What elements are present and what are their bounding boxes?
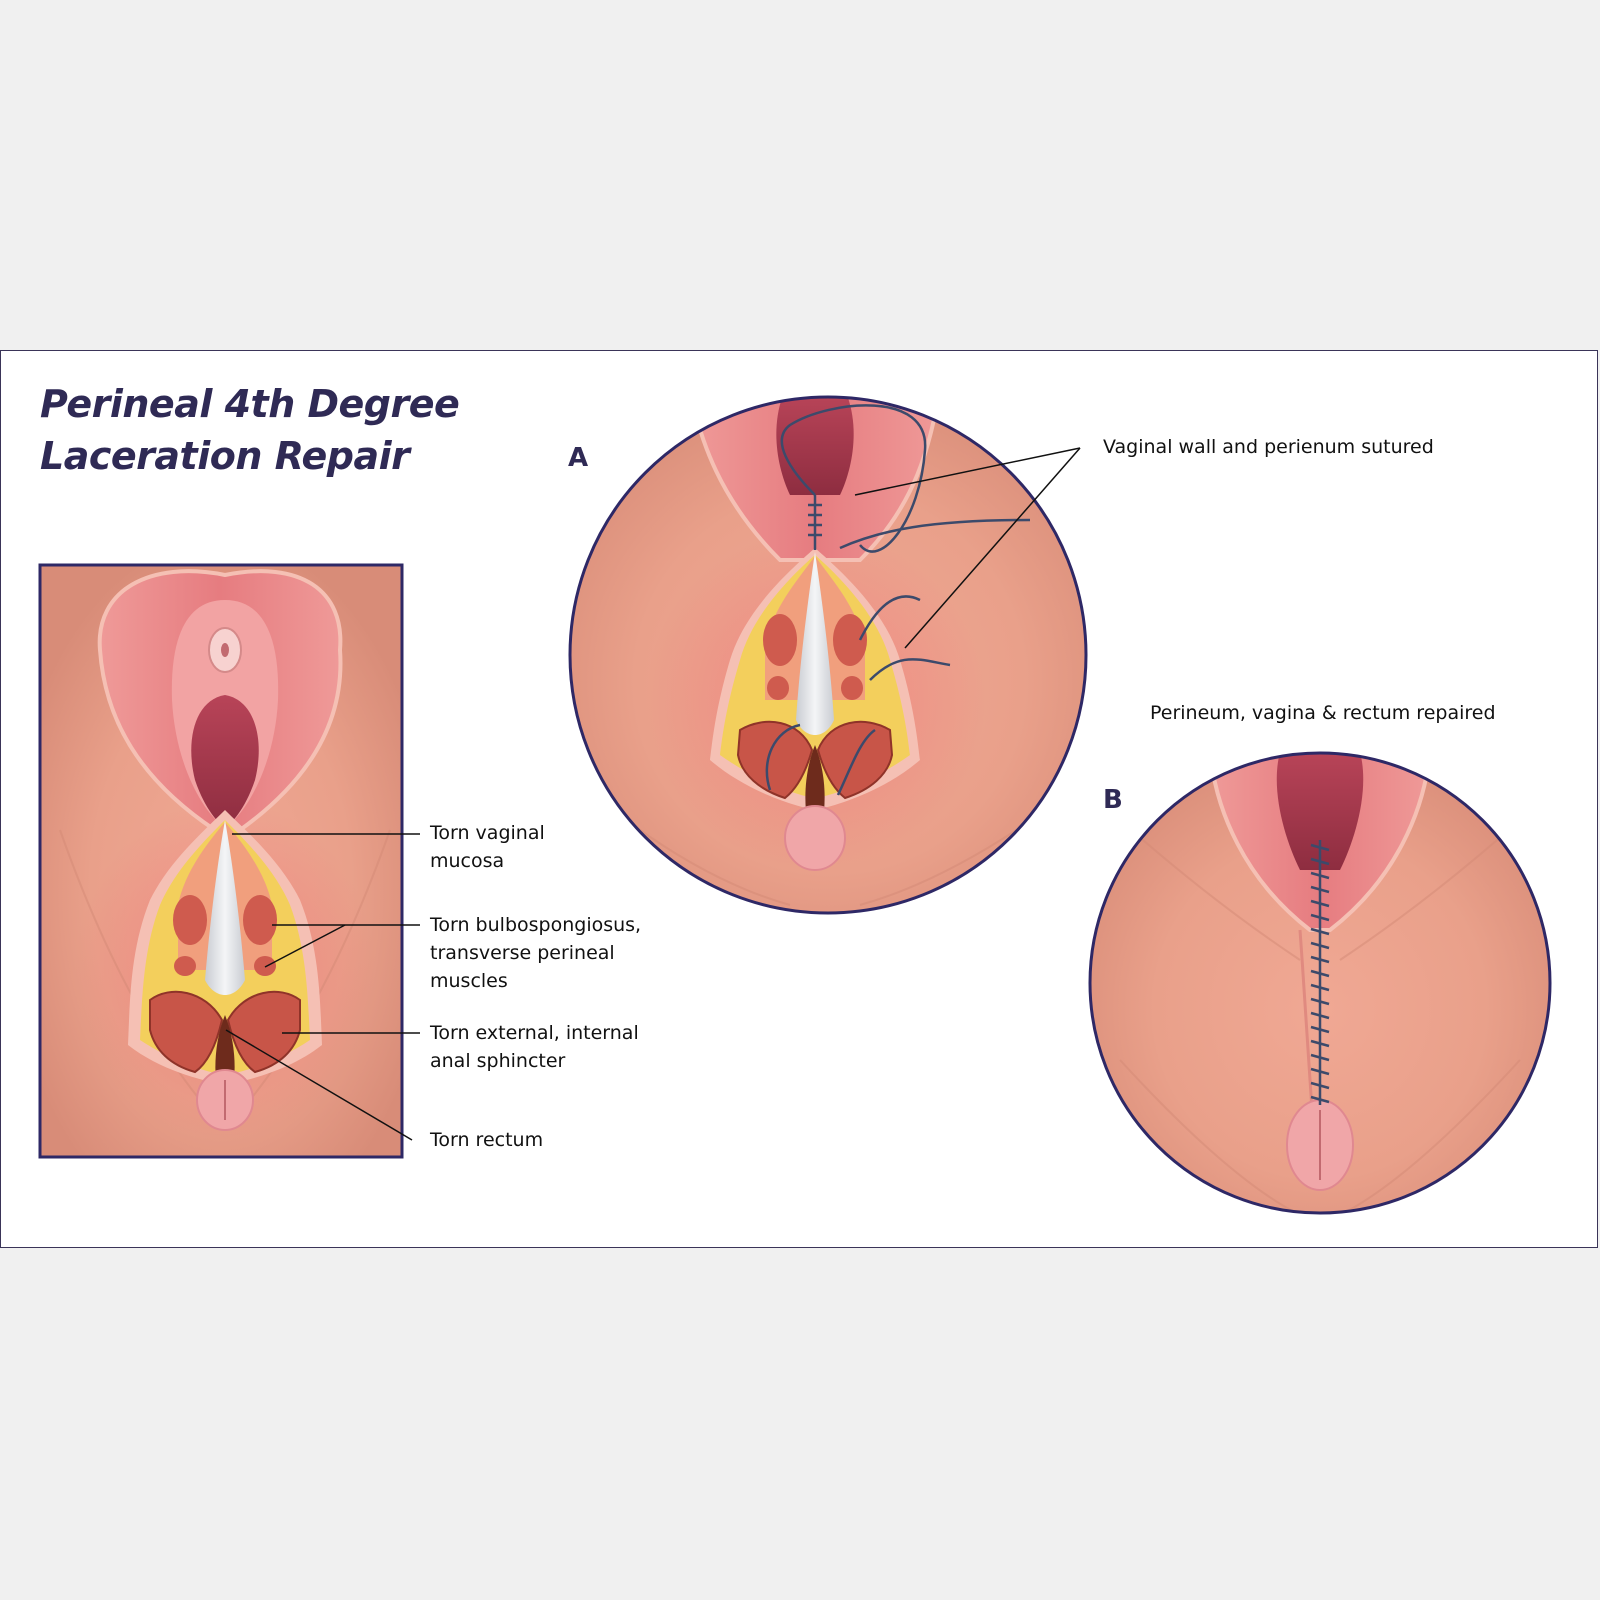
suture-stitch: [1310, 1025, 1330, 1034]
suture-stitch: [1310, 843, 1330, 852]
suture-stitch: [1310, 857, 1330, 866]
suture-stitch: [1310, 899, 1330, 908]
suture-stitch: [1310, 1053, 1330, 1062]
label-torn-rectum: Torn rectum: [430, 1129, 544, 1151]
rectal-mucosa: [796, 552, 834, 735]
panel-frame: [568, 395, 1088, 915]
suture-stitch: [1310, 941, 1330, 950]
suture-line: [1310, 840, 1330, 1105]
suture-stitch: [1310, 969, 1330, 978]
laceration-wound: [128, 810, 322, 1131]
suture-stitch: [1310, 1039, 1330, 1048]
suture-stitch: [1310, 927, 1330, 936]
suture-stitch: [1310, 1011, 1330, 1020]
vaginal-canal: [1276, 753, 1364, 870]
panel-b-repaired: [1090, 753, 1550, 1213]
suture-stitch: [1310, 871, 1330, 880]
title-line-1: Perineal 4th Degree: [40, 382, 460, 426]
vaginal-canal: [776, 397, 854, 495]
suture-stitch: [1310, 913, 1330, 922]
anal-sphincter-right: [226, 990, 301, 1074]
suture-stitch: [1310, 1067, 1330, 1076]
suture-stitch: [1310, 955, 1330, 964]
anal-sphincter-left: [736, 720, 814, 800]
label-torn-sphincter: Torn external, internal anal sphincter: [430, 1022, 639, 1072]
leader-lines-a: [854, 447, 1081, 649]
suture-stitch: [1310, 1095, 1330, 1104]
suture-stitch: [1310, 885, 1330, 894]
anus: [784, 805, 846, 871]
leader-lines-left: [225, 833, 420, 1141]
rectal-mucosa: [205, 820, 245, 995]
bulbospongiosus-left: [173, 895, 207, 945]
label-torn-vaginal-mucosa: Torn vaginal mucosa: [430, 822, 545, 872]
suture-thread: [765, 404, 1031, 796]
panel-a-letter: A: [568, 443, 589, 473]
anal-sphincter-left: [149, 990, 224, 1074]
label-torn-bulbospongiosus: Torn bulbospongiosus, transverse perinea…: [430, 914, 642, 992]
panel-a-suturing: [570, 397, 1086, 913]
suture-stitch: [1310, 997, 1330, 1006]
label-vaginal-wall-sutured: Vaginal wall and perienum sutured: [1103, 436, 1434, 458]
vaginal-canal: [191, 695, 259, 828]
title-line-2: Laceration Repair: [40, 434, 410, 478]
panel-torn-anatomy: [40, 565, 402, 1157]
suture-stitch: [1310, 1081, 1330, 1090]
panel-frame: [1088, 751, 1552, 1215]
bulbospongiosus-right: [243, 895, 277, 945]
panel-b-letter: B: [1103, 785, 1123, 815]
suture-stitch: [1310, 983, 1330, 992]
label-repaired: Perineum, vagina & rectum repaired: [1150, 702, 1496, 724]
panel-frame: [38, 563, 404, 1159]
figure-title: Perineal 4th Degree Laceration Repair: [40, 378, 460, 482]
